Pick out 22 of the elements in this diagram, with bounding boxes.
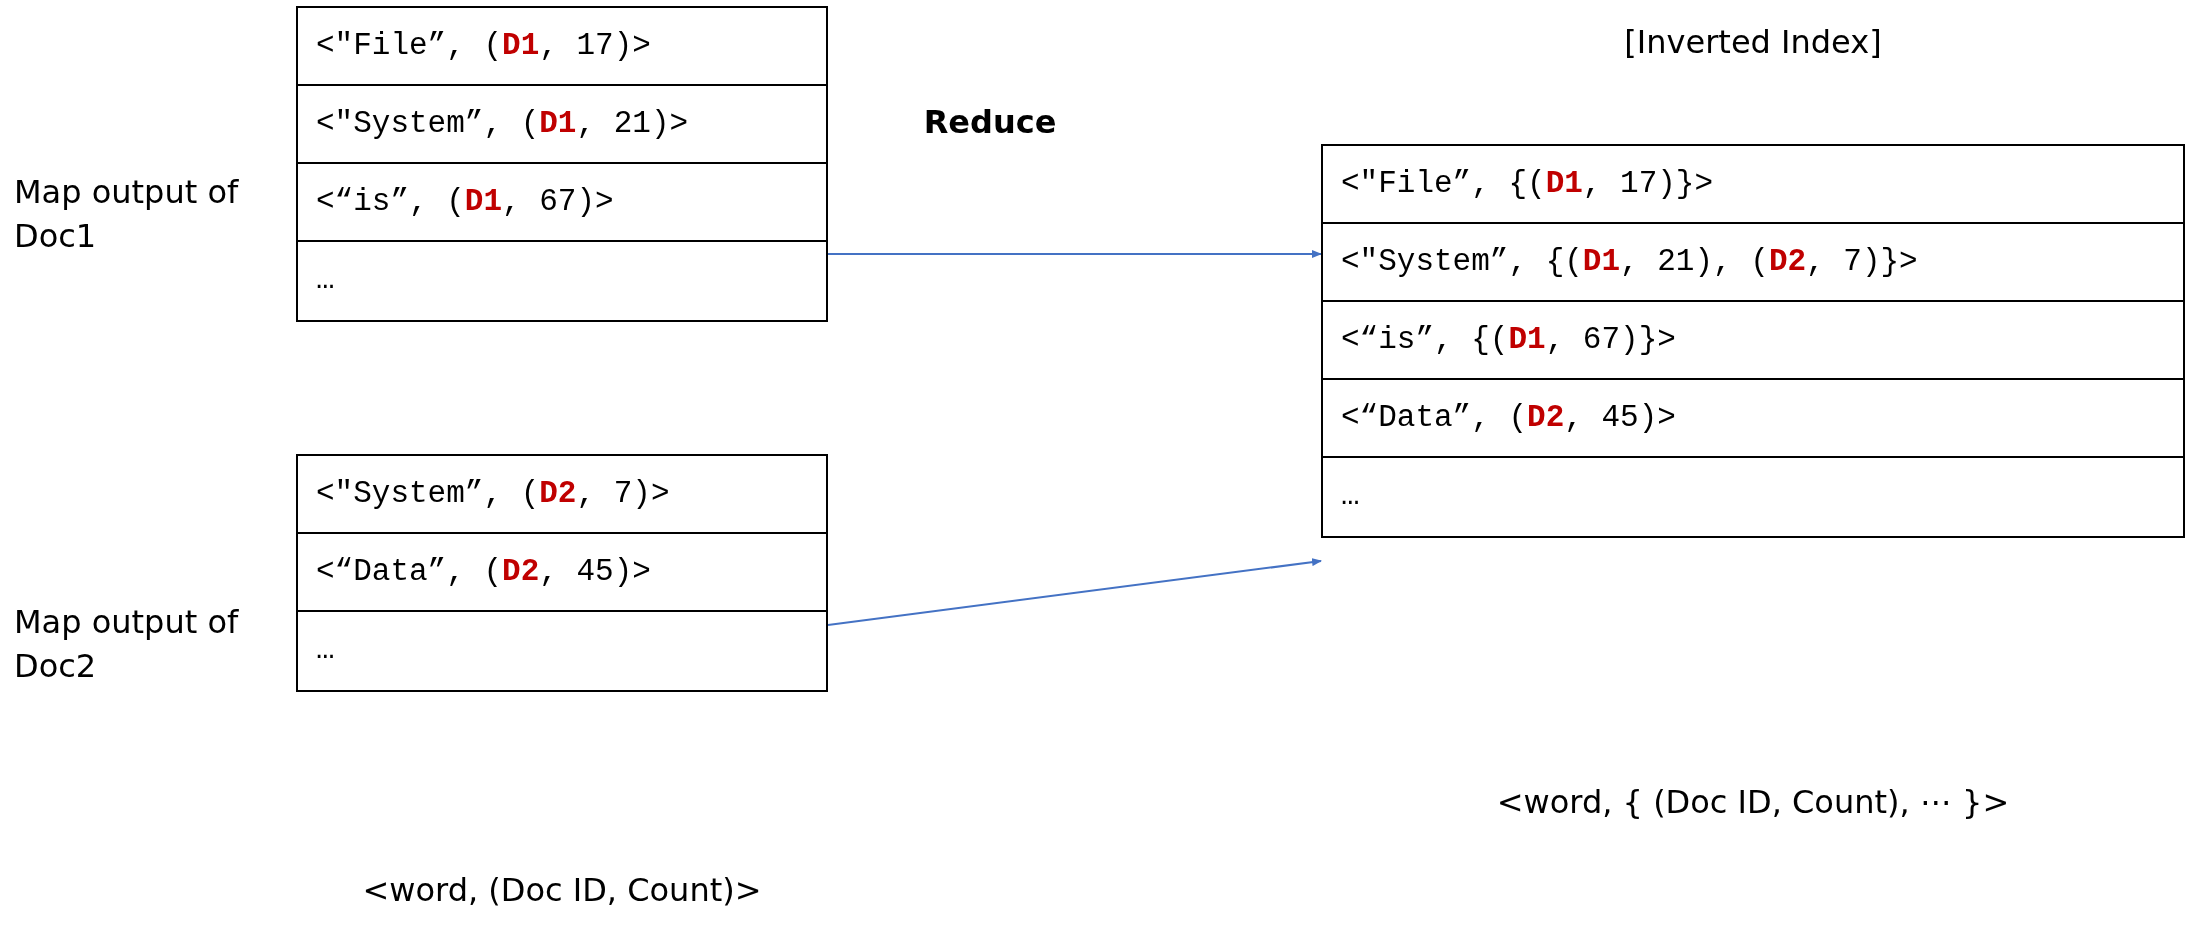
table-row: <″System”, (D2, 7)> [298,456,826,534]
table-row: <“is”, (D1, 67)> [298,164,826,242]
table-row: <″System”, (D1, 21)> [298,86,826,164]
table-row: <″File”, (D1, 17)> [298,8,826,86]
table-row: <“Data”, (D2, 45)> [298,534,826,612]
table-row: … [298,612,826,690]
process-label: Reduce [922,102,1058,143]
table-frame [296,454,828,692]
arrow [827,250,1322,258]
table-row: <“is”, {(D1, 67)}> [1323,302,2183,380]
table-row: … [298,242,826,320]
table-frame [296,6,828,322]
table-row: <″System”, {(D1, 21), (D2, 7)}> [1323,224,2183,302]
table-row: … [1323,458,2183,536]
format-note: <word, { (Doc ID, Count), ⋯ }> [1495,782,2011,823]
table-row: <″File”, {(D1, 17)}> [1323,146,2183,224]
side-label: Map output of Doc1 [14,172,240,257]
table-heading: [Inverted Index] [1623,22,1883,63]
side-label: Map output of Doc2 [14,602,240,687]
table-row: <“Data”, (D2, 45)> [1323,380,2183,458]
arrow [827,558,1322,626]
format-note: <word, (Doc ID, Count)> [361,870,763,911]
